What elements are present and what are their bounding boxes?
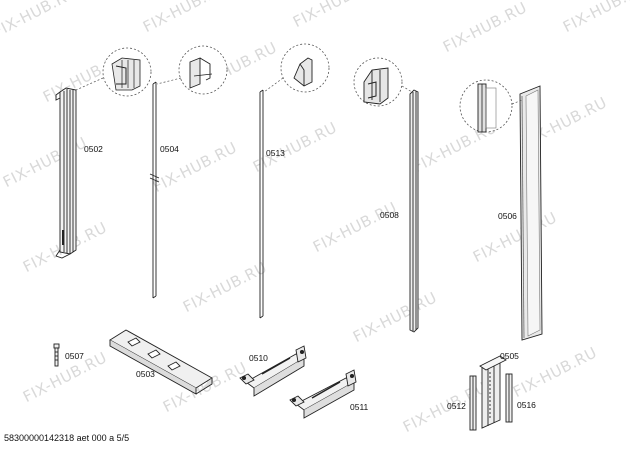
label-0516: 0516 bbox=[517, 400, 536, 410]
part-0503-rail bbox=[109, 329, 213, 395]
label-0511: 0511 bbox=[350, 402, 369, 412]
label-0513: 0513 bbox=[266, 148, 285, 158]
part-0506-panel bbox=[519, 85, 543, 341]
part-0504-rod bbox=[149, 81, 160, 299]
label-0508: 0508 bbox=[380, 210, 399, 220]
part-0502-profile bbox=[55, 87, 77, 259]
label-0505: 0505 bbox=[500, 351, 519, 361]
label-0507: 0507 bbox=[65, 351, 84, 361]
part-0508-channel bbox=[409, 89, 419, 333]
detail-callout-0504 bbox=[156, 45, 228, 95]
label-0506: 0506 bbox=[498, 211, 517, 221]
part-0516-bar bbox=[505, 373, 513, 423]
part-0511-bracket bbox=[289, 369, 357, 419]
part-0512-bar bbox=[469, 375, 477, 431]
part-0507-screw bbox=[53, 343, 60, 367]
part-0510-bracket bbox=[239, 345, 307, 397]
label-0503: 0503 bbox=[136, 369, 155, 379]
part-0513-strip bbox=[259, 89, 264, 319]
detail-callout-0506 bbox=[459, 79, 523, 133]
label-0502: 0502 bbox=[84, 144, 103, 154]
detail-callout-0508 bbox=[353, 57, 413, 107]
label-0512: 0512 bbox=[447, 401, 466, 411]
label-0504: 0504 bbox=[160, 144, 179, 154]
drawing-reference-footer: 58300000142318 aet 000 a 5/5 bbox=[4, 433, 130, 443]
detail-callout-0502 bbox=[75, 47, 152, 97]
label-0510: 0510 bbox=[249, 353, 268, 363]
part-0505-hinge bbox=[479, 355, 507, 429]
detail-callout-0513 bbox=[263, 43, 330, 93]
